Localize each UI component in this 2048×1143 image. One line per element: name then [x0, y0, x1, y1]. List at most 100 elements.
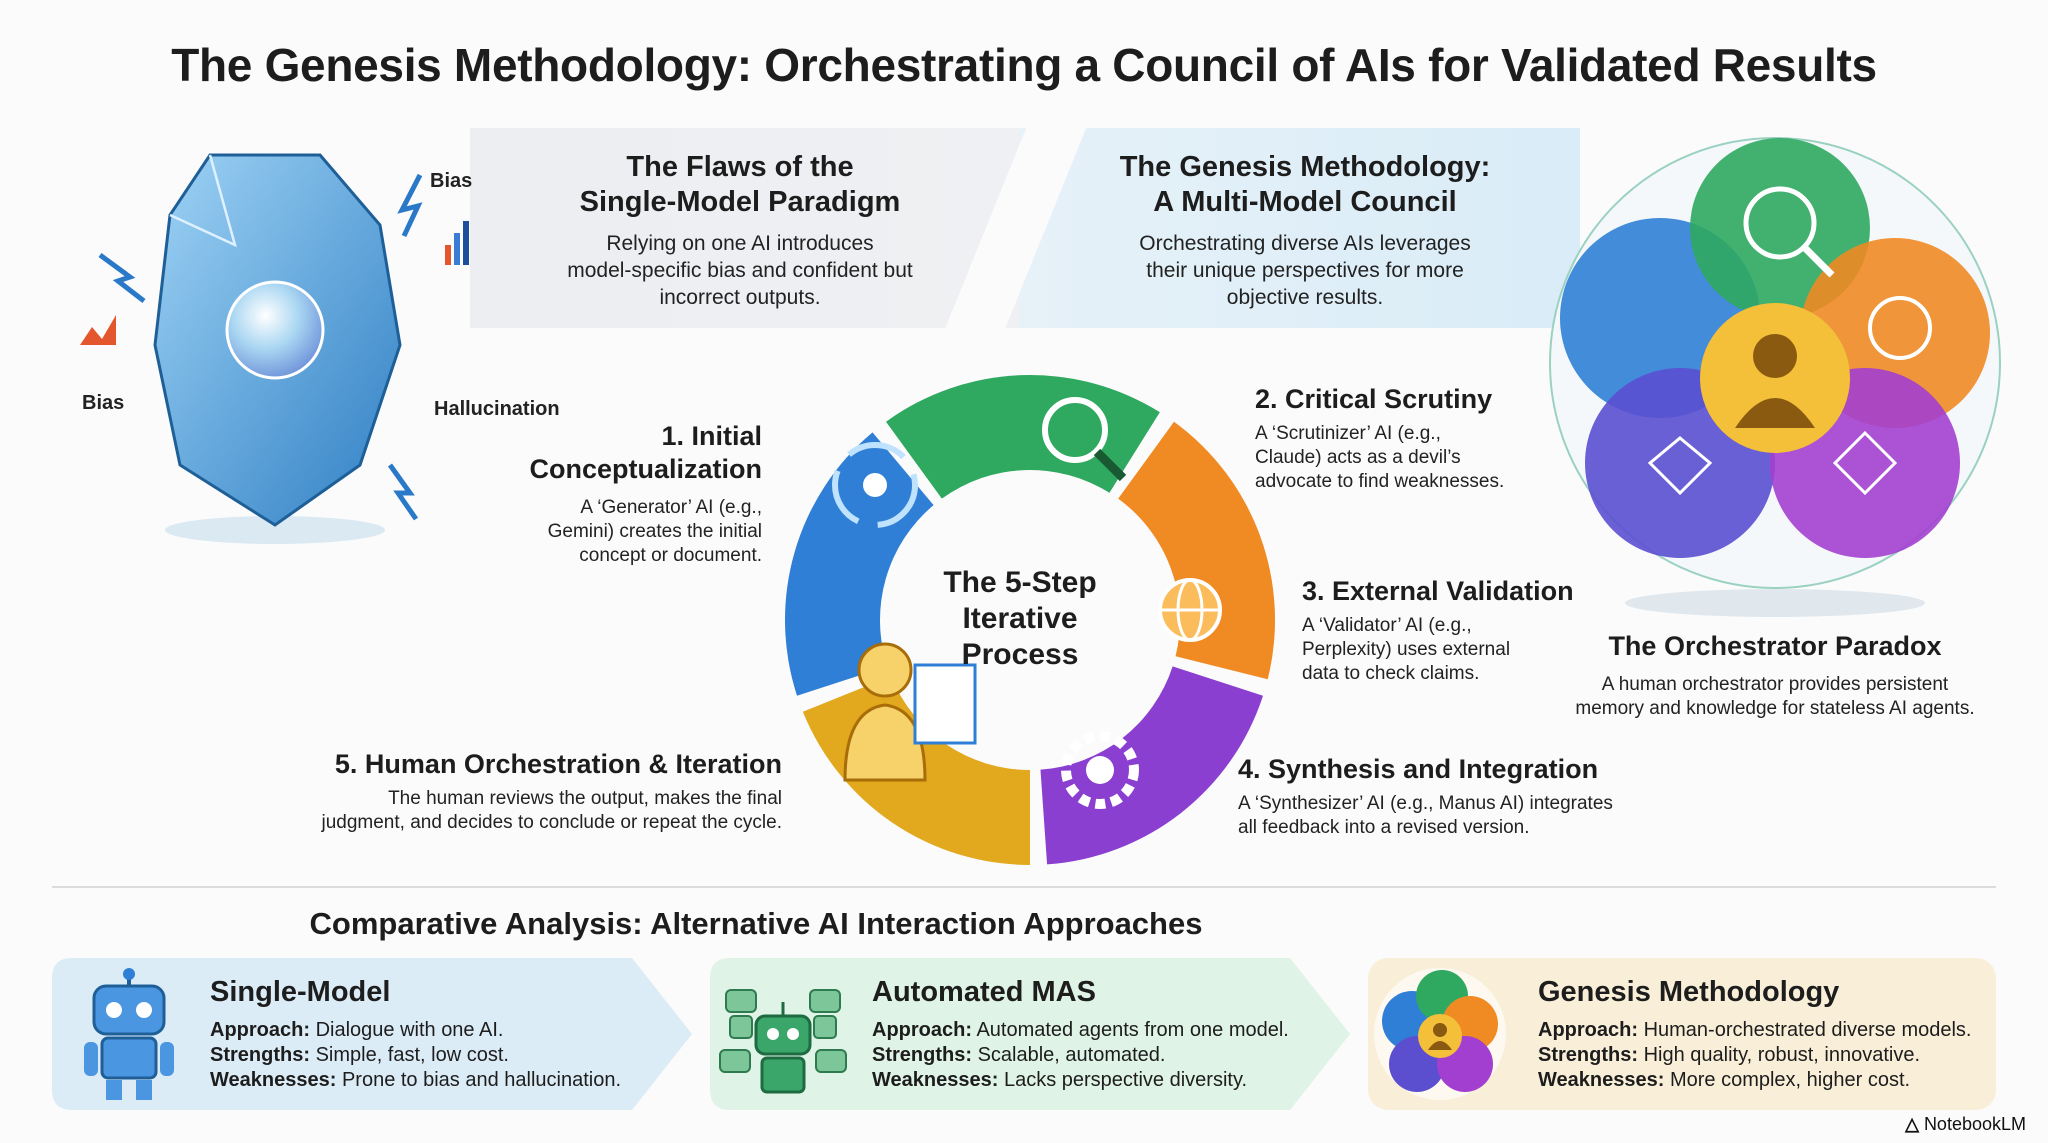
card-genesis-methodology-title: Genesis Methodology [1538, 976, 1840, 1008]
step-2: 2. Critical Scrutiny A ‘Scrutinizer’ AI … [1255, 383, 1655, 494]
page-title: The Genesis Methodology: Orchestrating a… [171, 39, 1877, 91]
globe-network-icon [1158, 578, 1222, 642]
card-single-model-weaknesses: Weaknesses: Prone to bias and hallucinat… [210, 1068, 621, 1093]
card-automated-mas-strengths: Strengths: Scalable, automated. [872, 1043, 1165, 1068]
cycle-center-line3: Process [961, 638, 1079, 671]
step-5-heading: 5. Human Orchestration & Iteration [334, 749, 782, 779]
step-2-body-line3: advocate to find weaknesses. [1255, 471, 1505, 492]
paradox-heading: The Orchestrator Paradox [1608, 631, 1942, 661]
flaws-heading: The Flaws of the Single-Model Paradigm [520, 150, 960, 220]
cycle-ring [785, 375, 1275, 865]
card-automated-mas: Automated MAS Approach: Automated agents… [710, 958, 1350, 1110]
shattered-crystal-icon [80, 153, 469, 544]
card-genesis-weaknesses: Weaknesses: More complex, higher cost. [1538, 1068, 1910, 1093]
cycle-center-line2: Iterative [962, 602, 1078, 635]
card-automated-mas-title: Automated MAS [872, 976, 1096, 1008]
flaws-heading-line1: The Flaws of the [626, 151, 854, 183]
step-4-body-line1: A ‘Synthesizer’ AI (e.g., Manus AI) inte… [1238, 793, 1613, 814]
step-4: 4. Synthesis and Integration A ‘Synthesi… [1238, 753, 1678, 840]
strengths-value: Scalable, automated. [977, 1044, 1166, 1066]
flaws-body-line1: Relying on one AI introduces [606, 232, 874, 255]
step-1-body-line3: concept or document. [579, 545, 762, 566]
card-automated-mas-approach: Approach: Automated agents from one mode… [872, 1018, 1289, 1043]
strengths-value: Simple, fast, low cost. [315, 1044, 509, 1066]
paradox-body-line1: A human orchestrator provides persistent [1601, 674, 1949, 695]
weaknesses-label: Weaknesses: [1538, 1069, 1665, 1091]
step-2-body-line1: A ‘Scrutinizer’ AI (e.g., [1255, 423, 1441, 444]
genesis-heading-line2: A Multi-Model Council [1153, 186, 1457, 218]
genesis-body-line1: Orchestrating diverse AIs leverages [1139, 232, 1471, 255]
approach-label: Approach: [1538, 1019, 1638, 1041]
approach-value: Human-orchestrated diverse models. [1643, 1019, 1972, 1041]
flaws-body-line3: incorrect outputs. [659, 286, 821, 309]
cycle-segment-1 [785, 432, 934, 696]
step-5-body-line1: The human reviews the output, makes the … [388, 788, 782, 809]
step-3-body-line1: A ‘Validator’ AI (e.g., [1302, 615, 1472, 636]
card-single-model-strengths: Strengths: Simple, fast, low cost. [210, 1043, 509, 1068]
strengths-label: Strengths: [210, 1044, 310, 1066]
human-document-icon [843, 642, 977, 782]
card-genesis-strengths: Strengths: High quality, robust, innovat… [1538, 1043, 1920, 1068]
genesis-heading-line1: The Genesis Methodology: [1119, 151, 1491, 183]
card-background [52, 958, 692, 1110]
step-3-heading: 3. External Validation [1302, 576, 1574, 606]
approach-label: Approach: [210, 1019, 310, 1041]
card-single-model-title: Single-Model [210, 976, 391, 1008]
weaknesses-value: Lacks perspective diversity. [1003, 1069, 1248, 1091]
step-3: 3. External Validation A ‘Validator’ AI … [1302, 575, 1632, 686]
genesis-body-line2: their unique perspectives for more [1146, 259, 1464, 282]
cycle-center-line1: The 5-Step [943, 566, 1097, 599]
notebooklm-logo-icon: △ [1905, 1114, 1919, 1134]
step-5: 5. Human Orchestration & Iteration The h… [200, 748, 782, 835]
genesis-body: Orchestrating diverse AIs leverages thei… [1080, 230, 1530, 311]
step-4-body-line2: all feedback into a revised version. [1238, 817, 1530, 838]
bias-label-left: Bias [82, 392, 125, 414]
card-single-model-approach: Approach: Dialogue with one AI. [210, 1018, 503, 1043]
approach-label: Approach: [872, 1019, 972, 1041]
gear-icon [1061, 731, 1139, 809]
step-2-heading: 2. Critical Scrutiny [1255, 384, 1493, 414]
council-emblem-icon [1374, 968, 1506, 1100]
card-automated-mas-weaknesses: Weaknesses: Lacks perspective diversity. [872, 1068, 1247, 1093]
orchestrator-paradox: The Orchestrator Paradox A human orchest… [1540, 630, 2010, 721]
weaknesses-value: Prone to bias and hallucination. [341, 1069, 622, 1091]
brand-label: NotebookLM [1923, 1114, 2026, 1134]
weaknesses-value: More complex, higher cost. [1669, 1069, 1911, 1091]
strengths-label: Strengths: [1538, 1044, 1638, 1066]
genesis-body-line3: objective results. [1226, 286, 1384, 309]
strengths-value: High quality, robust, innovative. [1643, 1044, 1921, 1066]
council-emblem-icon [1549, 137, 2001, 617]
hallucination-label: Hallucination [434, 398, 560, 420]
flaws-body-line2: model-specific bias and confident but [567, 259, 913, 282]
step-1-body-line2: Gemini) creates the initial [547, 521, 762, 542]
step-2-body-line2: Claude) acts as a devil’s [1255, 447, 1461, 468]
flaws-heading-line2: Single-Model Paradigm [579, 186, 901, 218]
step-1: 1. Initial Conceptualization A ‘Generato… [420, 420, 762, 568]
cycle-ring-segments [785, 375, 1275, 865]
card-background [710, 958, 1350, 1110]
step-4-heading: 4. Synthesis and Integration [1238, 754, 1599, 784]
cycle-center-label: The 5-Step Iterative Process [920, 565, 1120, 673]
genesis-band [1020, 128, 1580, 328]
card-genesis-methodology: Genesis Methodology Approach: Human-orch… [1368, 958, 1996, 1110]
notebooklm-brand: △ NotebookLM [1905, 1114, 2026, 1135]
magnifier-icon [1042, 397, 1127, 482]
swirl-icon [832, 442, 918, 528]
step-3-body-line3: data to check claims. [1302, 663, 1480, 684]
comparison-title: Comparative Analysis: Alternative AI Int… [309, 906, 1203, 941]
cycle-segment-3 [1118, 421, 1275, 680]
weaknesses-label: Weaknesses: [872, 1069, 999, 1091]
cycle-segment-4 [1040, 666, 1264, 865]
paradox-body-line2: memory and knowledge for stateless AI ag… [1575, 698, 1975, 719]
robot-group-icon [719, 989, 847, 1094]
step-1-heading-line2: Conceptualization [529, 454, 762, 484]
genesis-heading: The Genesis Methodology: A Multi-Model C… [1080, 150, 1530, 220]
step-1-body-line1: A ‘Generator’ AI (e.g., [580, 497, 762, 518]
card-single-model: Single-Model Approach: Dialogue with one… [52, 958, 692, 1110]
strengths-label: Strengths: [872, 1044, 972, 1066]
step-3-body-line2: Perplexity) uses external [1302, 639, 1511, 660]
section-divider [52, 886, 1996, 888]
card-genesis-approach: Approach: Human-orchestrated diverse mod… [1538, 1018, 1971, 1043]
step-5-body-line2: judgment, and decides to conclude or rep… [321, 812, 782, 833]
step-1-heading-line1: 1. Initial [661, 421, 762, 451]
